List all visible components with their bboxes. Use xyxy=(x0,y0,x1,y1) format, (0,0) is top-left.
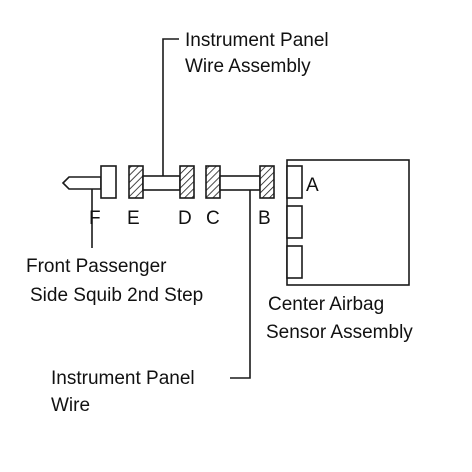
connector-label-a: A xyxy=(306,175,319,196)
instrument-panel-wire-assembly-label-line1: Instrument Panel xyxy=(185,30,329,51)
front-passenger-squib-label-line1: Front Passenger xyxy=(26,256,167,277)
connector-label-c: C xyxy=(206,208,220,229)
connector-label-f: F xyxy=(89,208,101,229)
center-airbag-sensor-label-line2: Sensor Assembly xyxy=(266,322,413,343)
instrument-panel-wire-label-line2: Wire xyxy=(51,395,90,416)
connector-label-b: B xyxy=(258,208,271,229)
connector-label-e: E xyxy=(127,208,140,229)
connector-label-d: D xyxy=(178,208,192,229)
instrument-panel-wire-harness xyxy=(205,165,275,199)
front-passenger-squib xyxy=(61,165,117,199)
instrument-panel-wire-assembly-label-line2: Wire Assembly xyxy=(185,56,311,77)
center-airbag-sensor-assembly xyxy=(286,159,410,286)
front-passenger-squib-label-line2: Side Squib 2nd Step xyxy=(30,285,203,306)
instrument-panel-wire-assembly-harness xyxy=(128,165,195,199)
instrument-panel-wire-label-line1: Instrument Panel xyxy=(51,368,195,389)
center-airbag-sensor-label-line1: Center Airbag xyxy=(268,294,384,315)
wire-leader-line xyxy=(230,190,251,379)
assembly-leader-line xyxy=(162,38,179,176)
